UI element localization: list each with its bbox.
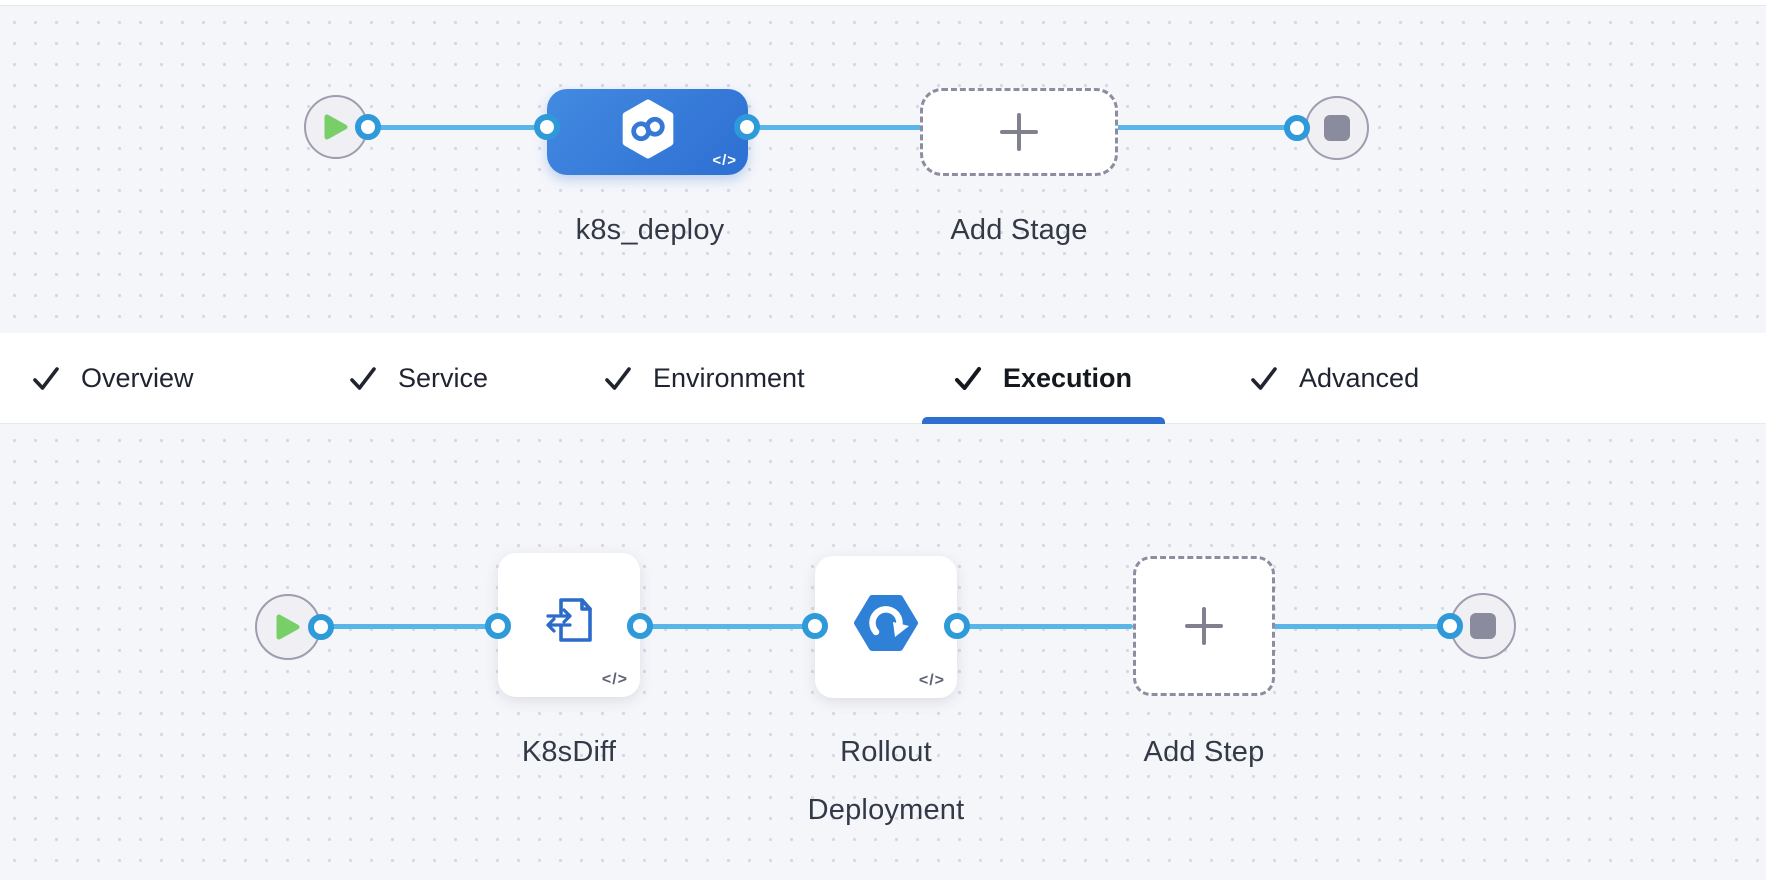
- edge-stage-to-addstage: [746, 125, 922, 130]
- tab-label: Execution: [1003, 363, 1133, 393]
- tab-label: Environment: [653, 363, 805, 393]
- port-stage-out[interactable]: [734, 114, 760, 140]
- tab-service[interactable]: Service: [347, 333, 488, 424]
- check-icon: [347, 363, 378, 394]
- yaml-code-glyph: </>: [712, 152, 737, 169]
- add-step-button[interactable]: [1133, 556, 1275, 696]
- check-icon: [30, 363, 61, 394]
- edge-addstep-to-end: [1273, 624, 1450, 629]
- stage-graph-canvas[interactable]: </> k8s_deploy Add Stage: [0, 5, 1766, 333]
- stop-icon: [1324, 115, 1350, 141]
- port-stage-in[interactable]: [534, 114, 560, 140]
- tab-environment[interactable]: Environment: [602, 333, 805, 424]
- step-label-rollout-deployment: Rollout Deployment: [807, 736, 965, 826]
- edge-start-to-k8sdiff: [288, 624, 498, 629]
- port-rollout-in[interactable]: [802, 613, 828, 639]
- check-icon: [1248, 363, 1279, 394]
- plus-icon: [1000, 113, 1038, 151]
- execution-graph-canvas[interactable]: </> K8sDiff </> Rollout Deployment Add S…: [0, 424, 1766, 880]
- port-end-in[interactable]: [1437, 613, 1463, 639]
- plus-icon: [1185, 607, 1223, 645]
- edge-addstage-to-end: [1116, 125, 1298, 130]
- port-start-out[interactable]: [308, 614, 334, 640]
- step-node-k8sdiff[interactable]: </>: [498, 553, 640, 697]
- tab-label: Overview: [81, 363, 194, 393]
- port-k8sdiff-in[interactable]: [485, 613, 511, 639]
- add-step-label: Add Step: [1143, 736, 1265, 768]
- check-icon: [952, 363, 983, 394]
- pipeline-end-node[interactable]: [1305, 96, 1369, 160]
- edge-rollout-to-addstep: [957, 624, 1133, 629]
- add-stage-button[interactable]: [920, 88, 1118, 176]
- port-start-out[interactable]: [355, 114, 381, 140]
- tab-label: Advanced: [1299, 363, 1420, 393]
- play-icon: [275, 613, 301, 641]
- tab-execution[interactable]: Execution: [922, 333, 1166, 424]
- port-rollout-out[interactable]: [944, 613, 970, 639]
- yaml-code-glyph: </>: [601, 671, 628, 688]
- stage-label: k8s_deploy: [575, 214, 725, 246]
- deploy-stage-icon: [617, 98, 679, 160]
- stage-node-k8s-deploy[interactable]: </>: [547, 89, 748, 175]
- active-tab-underline: [922, 417, 1166, 424]
- stop-icon: [1470, 613, 1496, 639]
- yaml-code-glyph: </>: [918, 672, 945, 689]
- check-icon: [602, 363, 633, 394]
- step-node-rollout-deployment[interactable]: </>: [815, 556, 957, 698]
- tab-overview[interactable]: Overview: [30, 333, 194, 424]
- k8s-diff-icon: [537, 588, 601, 652]
- add-stage-label: Add Stage: [950, 214, 1088, 246]
- tab-label: Service: [398, 363, 489, 393]
- tab-advanced[interactable]: Advanced: [1248, 333, 1419, 424]
- step-label-k8sdiff: K8sDiff: [521, 736, 617, 768]
- edge-k8sdiff-to-rollout: [640, 624, 815, 629]
- port-end-in[interactable]: [1284, 115, 1310, 141]
- pipeline-start-node[interactable]: [304, 95, 368, 159]
- port-k8sdiff-out[interactable]: [627, 613, 653, 639]
- play-icon: [323, 113, 349, 141]
- stage-config-tabbar: Overview Service Environment Execution: [0, 333, 1766, 424]
- edge-start-to-stage: [336, 125, 547, 130]
- rollout-deployment-icon: [851, 588, 921, 658]
